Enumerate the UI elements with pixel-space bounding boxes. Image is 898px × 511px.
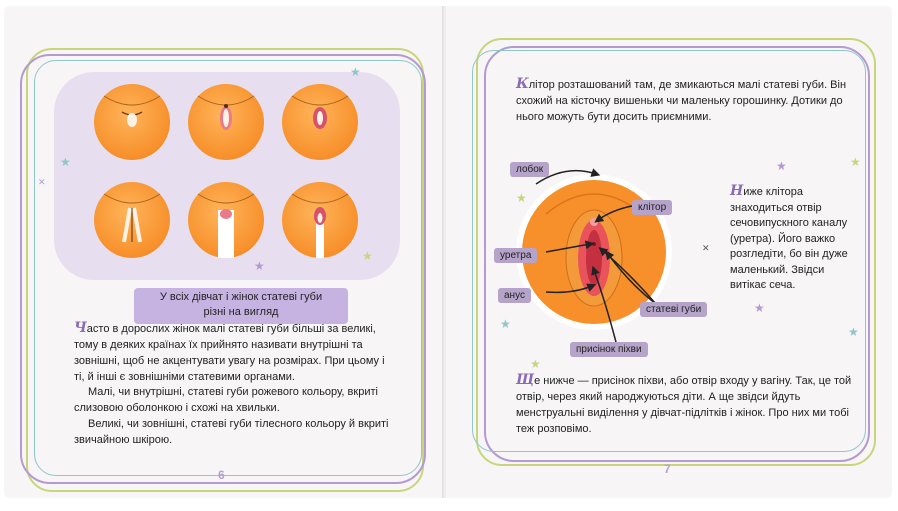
star-icon: ★ bbox=[60, 155, 71, 169]
vulva-illustration bbox=[94, 182, 170, 258]
anatomy-diagram bbox=[516, 168, 672, 343]
star-icon: ★ bbox=[530, 357, 541, 371]
book-spread: У всіх дівчат і жінок статеві губи різні… bbox=[4, 6, 892, 506]
label-mons: лобок bbox=[510, 162, 550, 177]
vulva-illustration bbox=[188, 84, 264, 160]
star-icon: ★ bbox=[848, 325, 859, 339]
intro-paragraph: Клітор розташований там, де змикаються м… bbox=[516, 76, 856, 125]
decor-frame bbox=[476, 38, 876, 466]
illustration-panel bbox=[54, 72, 400, 280]
caption-line: різні на вигляд bbox=[203, 306, 279, 318]
illustration-caption: У всіх дівчат і жінок статеві губи різні… bbox=[134, 288, 348, 324]
star-icon: ★ bbox=[350, 65, 361, 79]
book-gutter bbox=[442, 6, 448, 498]
star-icon: ★ bbox=[500, 317, 511, 331]
decor-frame bbox=[472, 50, 866, 452]
drop-cap: Н bbox=[730, 183, 744, 199]
star-icon: ★ bbox=[516, 191, 527, 205]
right-page: Клітор розташований там, де змикаються м… bbox=[446, 6, 892, 498]
caption-line: У всіх дівчат і жінок статеві губи bbox=[159, 291, 323, 303]
star-icon: ★ bbox=[776, 159, 787, 173]
vulva-illustration bbox=[188, 182, 264, 258]
paragraph: Малі, чи внутрішні, статеві губи рожевог… bbox=[74, 386, 378, 414]
decor-frame bbox=[20, 54, 426, 484]
label-anus: анус bbox=[498, 288, 531, 303]
star-icon: ★ bbox=[254, 259, 265, 273]
drop-cap: Ч bbox=[74, 320, 87, 336]
label-vestibule: присінок піхви bbox=[570, 342, 648, 357]
page-number: 6 bbox=[218, 468, 225, 482]
left-page: У всіх дівчат і жінок статеві губи різні… bbox=[4, 6, 444, 498]
star-icon: ★ bbox=[754, 301, 765, 315]
label-urethra: уретра bbox=[494, 248, 538, 263]
vulva-illustration bbox=[94, 84, 170, 160]
side-paragraph: Ниже клітора знаходиться отвір сечовипус… bbox=[730, 183, 848, 294]
label-labia: статеві губи bbox=[640, 302, 708, 317]
drop-cap: Щ bbox=[516, 372, 535, 388]
paragraph-text: е нижче — присінок піхви, або отвір вход… bbox=[516, 375, 852, 435]
paragraph-text: літор розташований там, де змикаються ма… bbox=[516, 79, 847, 123]
label-clitoris: клітор bbox=[632, 200, 673, 215]
vulva-illustration bbox=[282, 182, 358, 258]
cross-icon: ✕ bbox=[38, 177, 46, 187]
bottom-paragraph: Ще нижче — присінок піхви, або отвір вхо… bbox=[516, 372, 860, 437]
cross-icon: ✕ bbox=[702, 243, 710, 253]
page-number: 7 bbox=[664, 462, 671, 476]
paragraph: Часто в дорослих жінок малі статеві губи… bbox=[74, 320, 394, 385]
decor-frame bbox=[484, 46, 870, 462]
paragraph: Великі, чи зовнішні, статеві губи тілесн… bbox=[74, 418, 389, 446]
star-icon: ★ bbox=[850, 155, 861, 169]
decor-frame bbox=[26, 48, 424, 492]
vulva-illustration bbox=[282, 84, 358, 160]
star-icon: ★ bbox=[362, 249, 373, 263]
paragraph-text: иже клітора знаходиться отвір сечовипуск… bbox=[730, 186, 848, 291]
drop-cap: К bbox=[516, 76, 529, 92]
decor-frame bbox=[34, 60, 422, 476]
paragraph-text: асто в дорослих жінок малі статеві губи … bbox=[74, 323, 385, 383]
